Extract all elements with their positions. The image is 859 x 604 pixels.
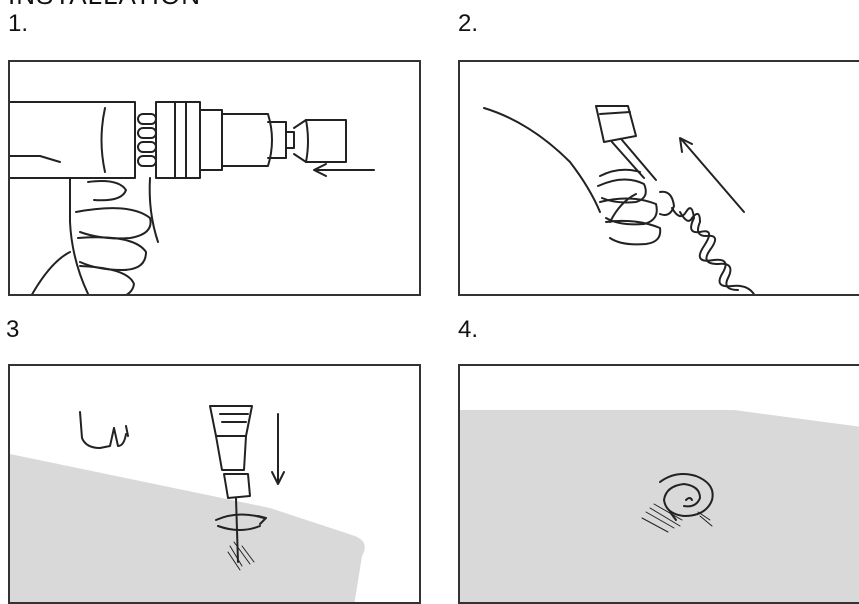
installation-heading: INSTALLATION xyxy=(8,0,201,11)
step-2-panel xyxy=(458,60,859,296)
step-3-number: 3 xyxy=(6,316,19,344)
step-4-panel xyxy=(458,364,859,604)
step-1-number: 1. xyxy=(8,10,28,38)
step-4-number: 4. xyxy=(458,316,478,344)
step-2-number: 2. xyxy=(458,10,478,38)
drill-into-surface-illustration xyxy=(10,366,421,604)
installed-eye-illustration xyxy=(460,366,859,604)
step-1-panel xyxy=(8,60,421,296)
drill-attach-illustration xyxy=(10,62,421,296)
insert-wire-illustration xyxy=(460,62,859,296)
step-3-panel xyxy=(8,364,421,604)
